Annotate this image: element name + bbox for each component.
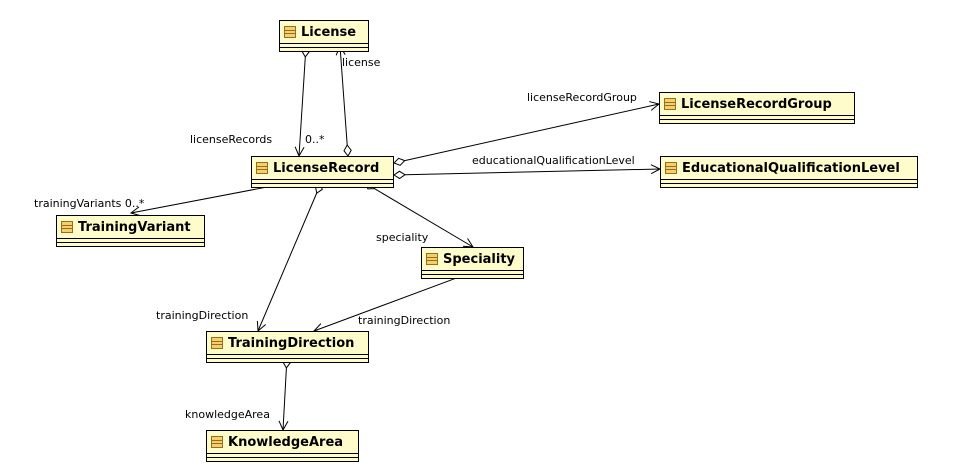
operations-compartment bbox=[57, 243, 204, 247]
class-name: LicenseRecord bbox=[273, 160, 380, 176]
class-name: License bbox=[301, 24, 357, 40]
assoc-record-to-training-direction[interactable] bbox=[256, 182, 323, 333]
operations-compartment bbox=[280, 48, 368, 52]
navigation-arrow-icon bbox=[129, 206, 141, 217]
assoc-direction-to-knowledge-area[interactable] bbox=[278, 356, 291, 432]
role-training-direction-from-record: trainingDirection bbox=[156, 309, 249, 322]
role-license-records: licenseRecords bbox=[190, 133, 273, 146]
association-line bbox=[313, 276, 460, 332]
class-name: Speciality bbox=[443, 251, 516, 267]
association-line bbox=[339, 45, 348, 146]
aggregation-diamond-icon bbox=[393, 170, 406, 180]
attributes-compartment bbox=[57, 239, 204, 243]
class-icon bbox=[665, 162, 677, 174]
association-line bbox=[130, 184, 278, 214]
attributes-compartment bbox=[252, 180, 393, 184]
class-educational-qualification-level[interactable]: EducationalQualificationLevel bbox=[660, 156, 918, 188]
role-license: license bbox=[342, 56, 381, 69]
class-name: EducationalQualificationLevel bbox=[682, 160, 900, 176]
class-license-record[interactable]: LicenseRecord bbox=[251, 156, 394, 188]
attributes-compartment bbox=[422, 271, 523, 275]
operations-compartment bbox=[207, 458, 358, 462]
role-license-record-group: licenseRecordGroup bbox=[527, 91, 637, 104]
association-line bbox=[298, 56, 306, 157]
class-icon bbox=[61, 221, 73, 233]
class-name: LicenseRecordGroup bbox=[681, 96, 832, 112]
association-line bbox=[404, 103, 660, 162]
attributes-compartment bbox=[661, 180, 917, 184]
class-training-variant[interactable]: TrainingVariant bbox=[56, 215, 205, 247]
association-line bbox=[282, 367, 287, 431]
association-line bbox=[257, 192, 318, 332]
attributes-compartment bbox=[660, 116, 854, 120]
operations-compartment bbox=[660, 120, 854, 124]
class-name: TrainingDirection bbox=[228, 335, 355, 351]
attributes-compartment bbox=[207, 454, 358, 458]
association-line bbox=[374, 188, 474, 248]
assoc-record-to-license[interactable] bbox=[335, 44, 352, 157]
aggregation-diamond-icon bbox=[343, 144, 352, 157]
attributes-compartment bbox=[207, 355, 368, 359]
class-knowledge-area[interactable]: KnowledgeArea bbox=[206, 430, 359, 462]
role-educational-qualification-level: educationalQualificationLevel bbox=[472, 154, 635, 167]
role-training-direction-from-speciality: trainingDirection bbox=[358, 314, 451, 327]
operations-compartment bbox=[661, 184, 917, 188]
class-icon bbox=[211, 337, 223, 349]
class-icon bbox=[256, 162, 268, 174]
class-icon bbox=[284, 26, 296, 38]
attributes-compartment bbox=[280, 44, 368, 48]
assoc-record-to-group[interactable] bbox=[393, 101, 661, 166]
class-icon bbox=[664, 98, 676, 110]
role-knowledge-area: knowledgeArea bbox=[185, 408, 270, 421]
operations-compartment bbox=[252, 184, 393, 188]
class-speciality[interactable]: Speciality bbox=[421, 247, 524, 279]
class-icon bbox=[426, 253, 438, 265]
role-speciality: speciality bbox=[376, 231, 429, 244]
class-training-direction[interactable]: TrainingDirection bbox=[206, 331, 369, 363]
role-training-variants: trainingVariants 0..* bbox=[34, 197, 145, 210]
class-name: KnowledgeArea bbox=[228, 434, 344, 450]
class-icon bbox=[211, 436, 223, 448]
class-name: TrainingVariant bbox=[78, 219, 191, 235]
class-license-record-group[interactable]: LicenseRecordGroup bbox=[659, 92, 855, 124]
association-line bbox=[404, 168, 661, 176]
aggregation-diamond-icon bbox=[393, 157, 406, 166]
multiplicity-license-records: 0..* bbox=[305, 133, 325, 146]
class-license[interactable]: License bbox=[279, 20, 369, 52]
operations-compartment bbox=[207, 359, 368, 363]
operations-compartment bbox=[422, 275, 523, 279]
